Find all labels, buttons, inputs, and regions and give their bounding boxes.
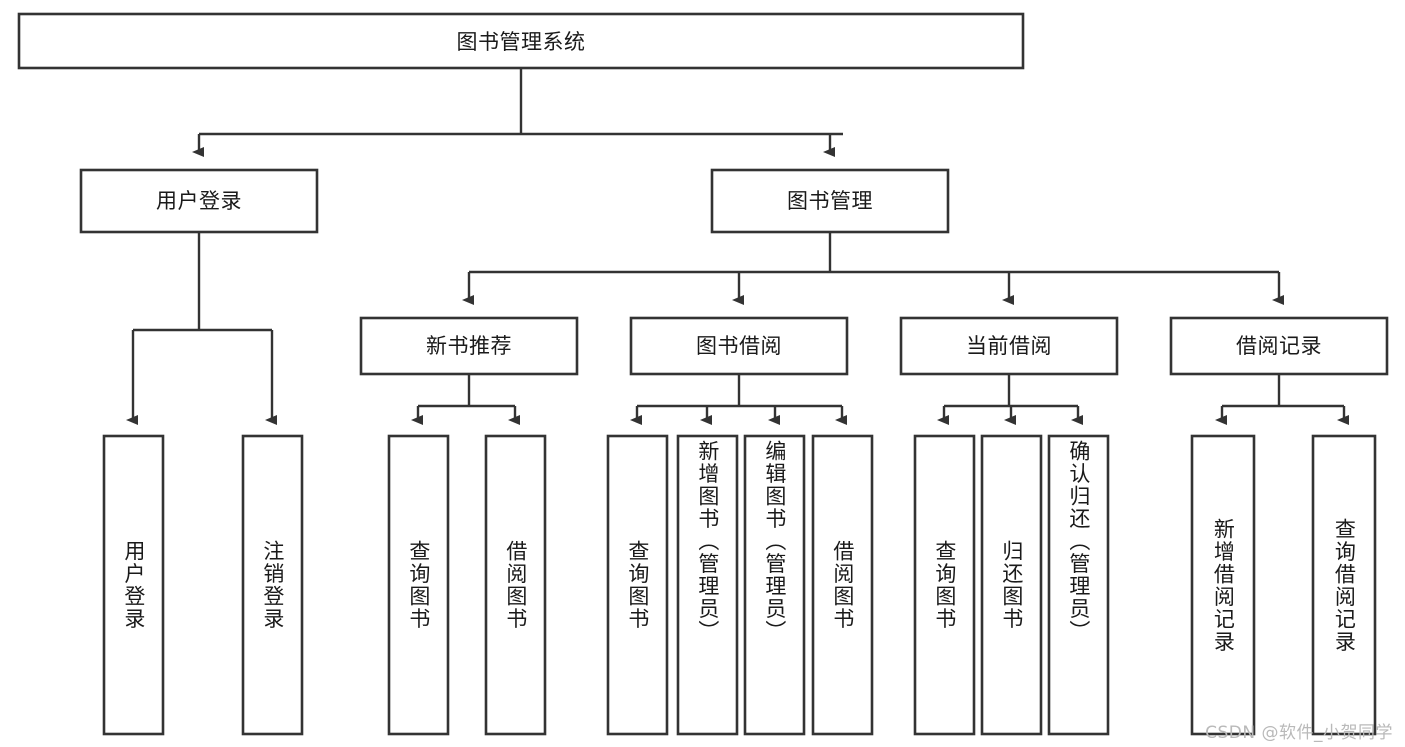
node-book-manage-label: 图书管理 [787, 189, 873, 213]
node-new-book-recommend-label: 新书推荐 [426, 334, 512, 358]
node-borrow-record[interactable]: 借阅记录 [1169, 316, 1389, 376]
node-current-borrow-label: 当前借阅 [966, 334, 1052, 358]
node-new-book-recommend[interactable]: 新书推荐 [359, 316, 579, 376]
node-current-borrow[interactable]: 当前借阅 [899, 316, 1119, 376]
leaf-box-add-record[interactable] [1190, 434, 1256, 736]
node-book-manage[interactable]: 图书管理 [710, 168, 950, 234]
connector-recommend-to-leaves [411, 374, 520, 425]
leaf-boxes [102, 434, 1377, 736]
leaf-box-borrow-book-2[interactable] [811, 434, 874, 736]
node-book-borrow[interactable]: 图书借阅 [629, 316, 849, 376]
leaf-box-query-book-1[interactable] [387, 434, 450, 736]
node-book-borrow-label: 图书借阅 [696, 334, 782, 358]
node-root-label: 图书管理系统 [457, 30, 586, 54]
leaf-box-add-book[interactable] [676, 434, 739, 736]
leaf-box-query-book-2[interactable] [606, 434, 669, 736]
csdn-watermark: CSDN @软件_小贺同学 [1205, 723, 1393, 743]
connector-root-to-level2 [192, 68, 843, 157]
leaf-box-confirm-return[interactable] [1047, 434, 1110, 736]
leaf-box-return-book[interactable] [980, 434, 1043, 736]
connector-userlogin-to-leaves [126, 232, 277, 425]
leaf-box-user-login[interactable] [102, 434, 165, 736]
node-user-login[interactable]: 用户登录 [79, 168, 319, 234]
leaf-box-query-book-3[interactable] [913, 434, 976, 736]
node-root[interactable]: 图书管理系统 [17, 12, 1025, 70]
leaf-box-borrow-book-1[interactable] [484, 434, 547, 736]
leaf-box-edit-book[interactable] [743, 434, 806, 736]
connector-bookmanage-to-level3 [462, 232, 1284, 305]
connector-borrow-to-leaves [630, 374, 847, 425]
connector-current-to-leaves [937, 374, 1083, 425]
leaf-box-query-record[interactable] [1311, 434, 1377, 736]
leaf-box-logout-login[interactable] [241, 434, 304, 736]
connector-record-to-leaves [1215, 374, 1349, 425]
node-borrow-record-label: 借阅记录 [1236, 334, 1322, 358]
node-user-login-label: 用户登录 [156, 189, 242, 213]
